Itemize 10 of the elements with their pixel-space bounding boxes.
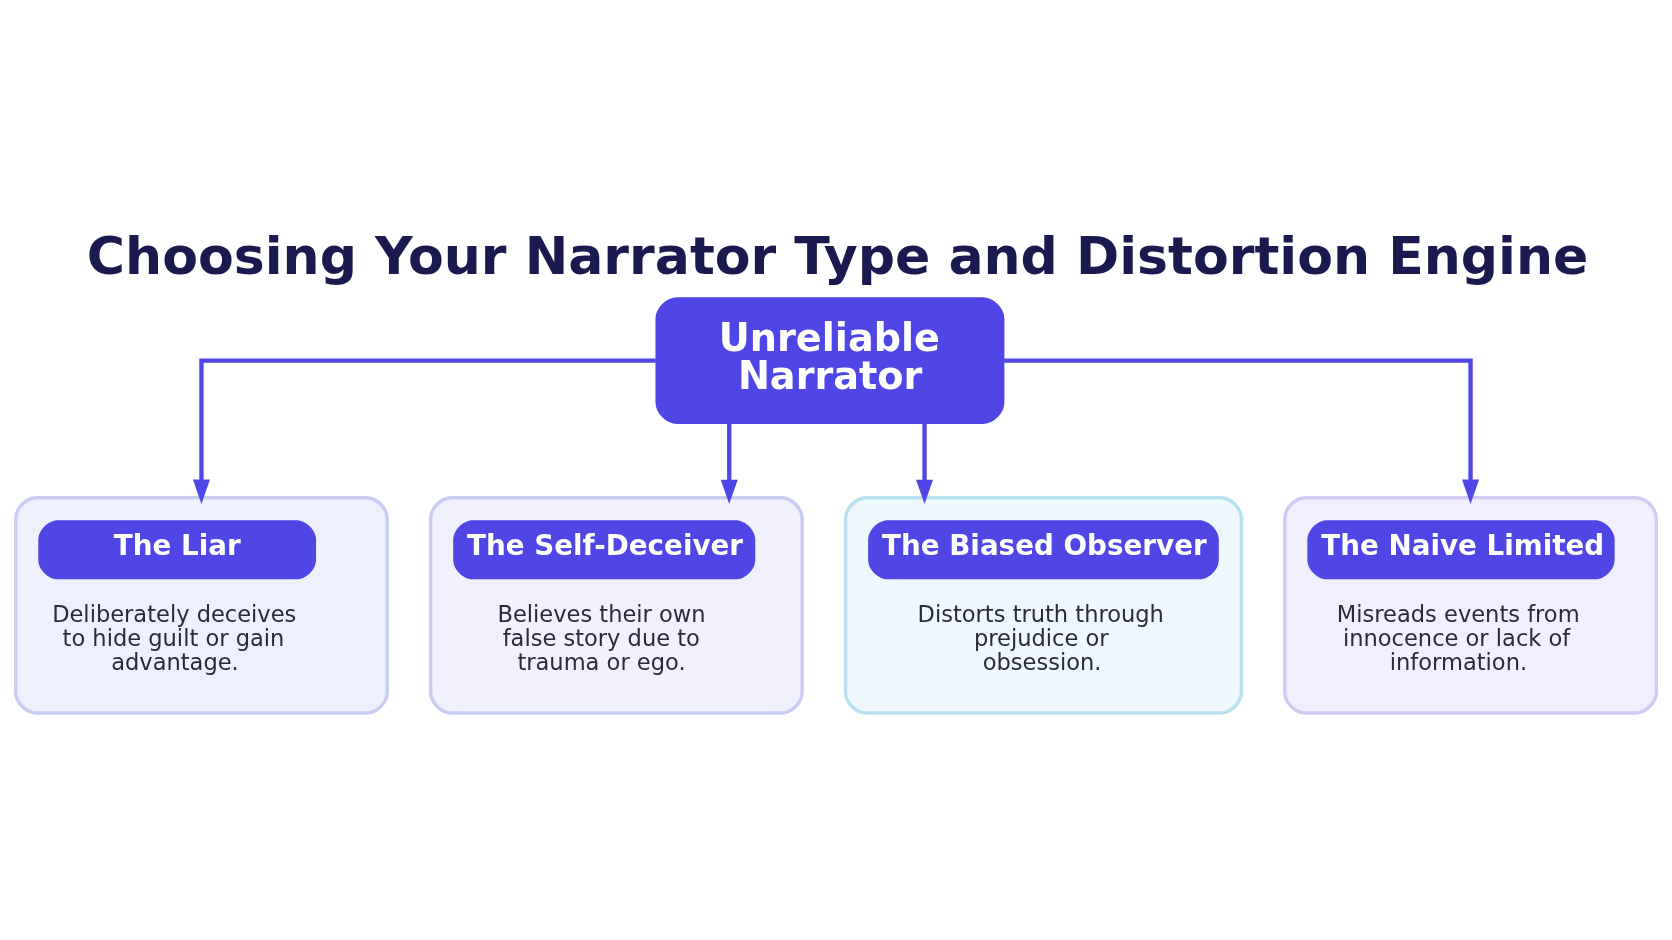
node-box: The Liar Deliberately deceives to hide guilt or gain advantage. <box>13 496 389 715</box>
node-box: The Self-Deceiver Believes their own false story due to trauma or ego. <box>428 496 804 715</box>
arrow <box>720 423 738 505</box>
arrow <box>916 423 934 505</box>
node-box: The Biased Observer Distorts truth through prejudice or obsession. <box>843 496 1244 715</box>
node-box: Unreliable Narrator <box>655 297 1005 424</box>
arrow <box>192 358 656 504</box>
arrow <box>1004 358 1480 504</box>
node-box: The Naive Limited Misreads events from innocence or lack of information. <box>1283 496 1659 715</box>
diagram-title: Choosing Your Narrator Type and Distortion Engine <box>86 225 1589 286</box>
